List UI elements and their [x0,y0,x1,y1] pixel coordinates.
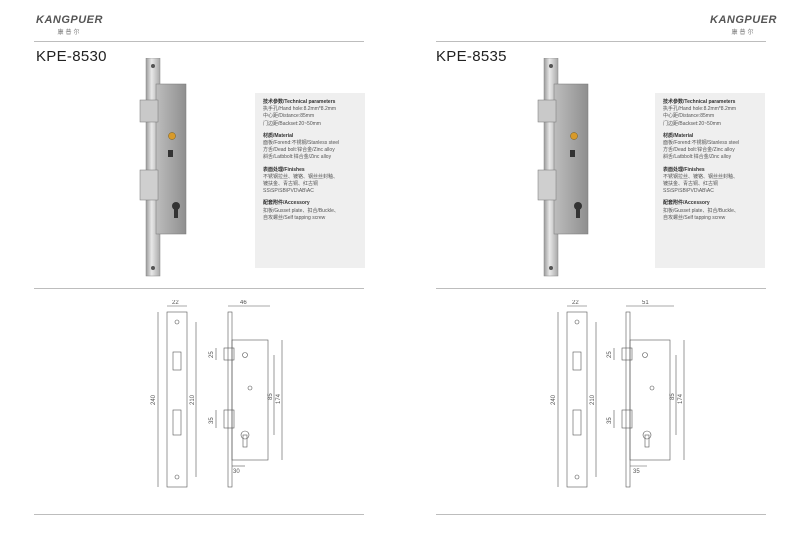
spec-line: 方舌/Dead bolt:锌合金/Zinc alloy [263,147,335,154]
footer-divider [34,514,364,515]
dim-width-b: 46 [240,300,247,306]
finish-title: 表面处理/Finishes [663,166,705,173]
spec-line: 不锈钢拉丝、镀铬、钢丝丝封釉、 [663,173,739,180]
dim-240: 240 [551,394,557,405]
dim-backset: 30 [233,469,240,475]
spec-line: 中心距/Distance:85mm [263,113,315,120]
dim-210: 210 [590,394,596,405]
technical-drawing: 22 240 210 46 25 35 85 174 30 [151,300,283,488]
dim-35: 35 [209,417,215,424]
dim-174: 174 [678,393,684,404]
tech-title: 技术参数/Technical parameters [263,99,336,105]
brand-logo: KANGPUER 康普尔 [36,14,103,36]
accessory-title: 配套附件/Accessory [663,200,710,207]
model-title: KPE-8535 [436,48,507,65]
dim-240: 240 [151,394,157,405]
spec-line: 自攻螺丝/Self tapping screw [263,214,326,221]
section-divider [436,288,766,289]
model-title: KPE-8530 [36,48,107,65]
material-title: 材质/Material [663,132,694,139]
spec-line: 斜舌/Latbbolt:锌合金/Zinc alloy [263,154,332,161]
spec-line: 扣板/Gusset plate、扣合/Buckle、 [663,207,739,214]
spec-line: 执手孔/Hand hole:8.2mm*8.2mm [263,106,337,113]
spec-line: 扣板/Gusset plate、扣合/Buckle、 [263,207,339,214]
dim-width-b: 51 [642,300,649,306]
tech-title: 技术参数/Technical parameters [663,99,736,105]
dim-174: 174 [276,393,282,404]
spec-line: 门边距/Backset:20~50mm [263,120,321,127]
dim-35: 35 [607,417,613,424]
spec-line: 方舌/Dead bolt:锌合金/Zinc alloy [663,147,735,154]
spec-line: SS\SP\SB\PVD\AB\AC [663,188,714,195]
header-divider [436,41,766,42]
spec-box: 技术参数/Technical parameters 执手孔/Hand hole:… [255,93,365,268]
dim-210: 210 [190,394,196,405]
spec-line: 面板/Forend:不锈钢/Stanless steel [663,140,740,147]
dim-width-a: 22 [172,300,179,306]
spec-line: 门边距/Backset:20~50mm [663,120,721,127]
dim-backset: 35 [633,469,640,475]
dim-25: 25 [209,351,215,358]
finish-title: 表面处理/Finishes [263,166,305,173]
left-page: KANGPUER 康普尔 KPE-8530 技术参数/Technical par… [34,14,365,515]
footer-divider [436,514,766,515]
spec-line: 面板/Forend:不锈钢/Stanless steel [263,140,340,147]
spec-line: 自攻螺丝/Self tapping screw [663,214,726,221]
spec-box: 技术参数/Technical parameters 执手孔/Hand hole:… [655,93,765,268]
dim-85: 85 [670,393,676,400]
spec-line: 镀扶金、青古铜、红古铜 [663,181,719,188]
material-title: 材质/Material [263,132,294,139]
lock-photo [537,58,589,277]
header-divider [34,41,364,42]
dim-width-a: 22 [572,300,579,306]
spec-line: 斜舌/Latbbolt:锌合金/Zinc alloy [663,154,732,161]
spec-line: SS\SP\SB\PVD\AB\AC [263,188,314,195]
brand-logo: KANGPUER 康普尔 [710,14,777,36]
dim-85: 85 [268,393,274,400]
spec-line: 中心距/Distance:85mm [663,113,715,120]
lock-photo [139,58,187,277]
dim-25: 25 [607,351,613,358]
spec-line: 不锈钢拉丝、镀铬、钢丝丝封釉、 [263,173,339,180]
right-page: KANGPUER 康普尔 KPE-8535 技术参数/Technical par… [400,0,800,543]
spec-line: 镀扶金、青古铜、红古铜 [263,181,319,188]
section-divider [34,288,364,289]
technical-drawing: 22 240 210 51 25 35 85 174 35 [551,300,685,488]
accessory-title: 配套附件/Accessory [263,200,310,207]
spec-line: 执手孔/Hand hole:8.2mm*8.2mm [663,106,737,113]
